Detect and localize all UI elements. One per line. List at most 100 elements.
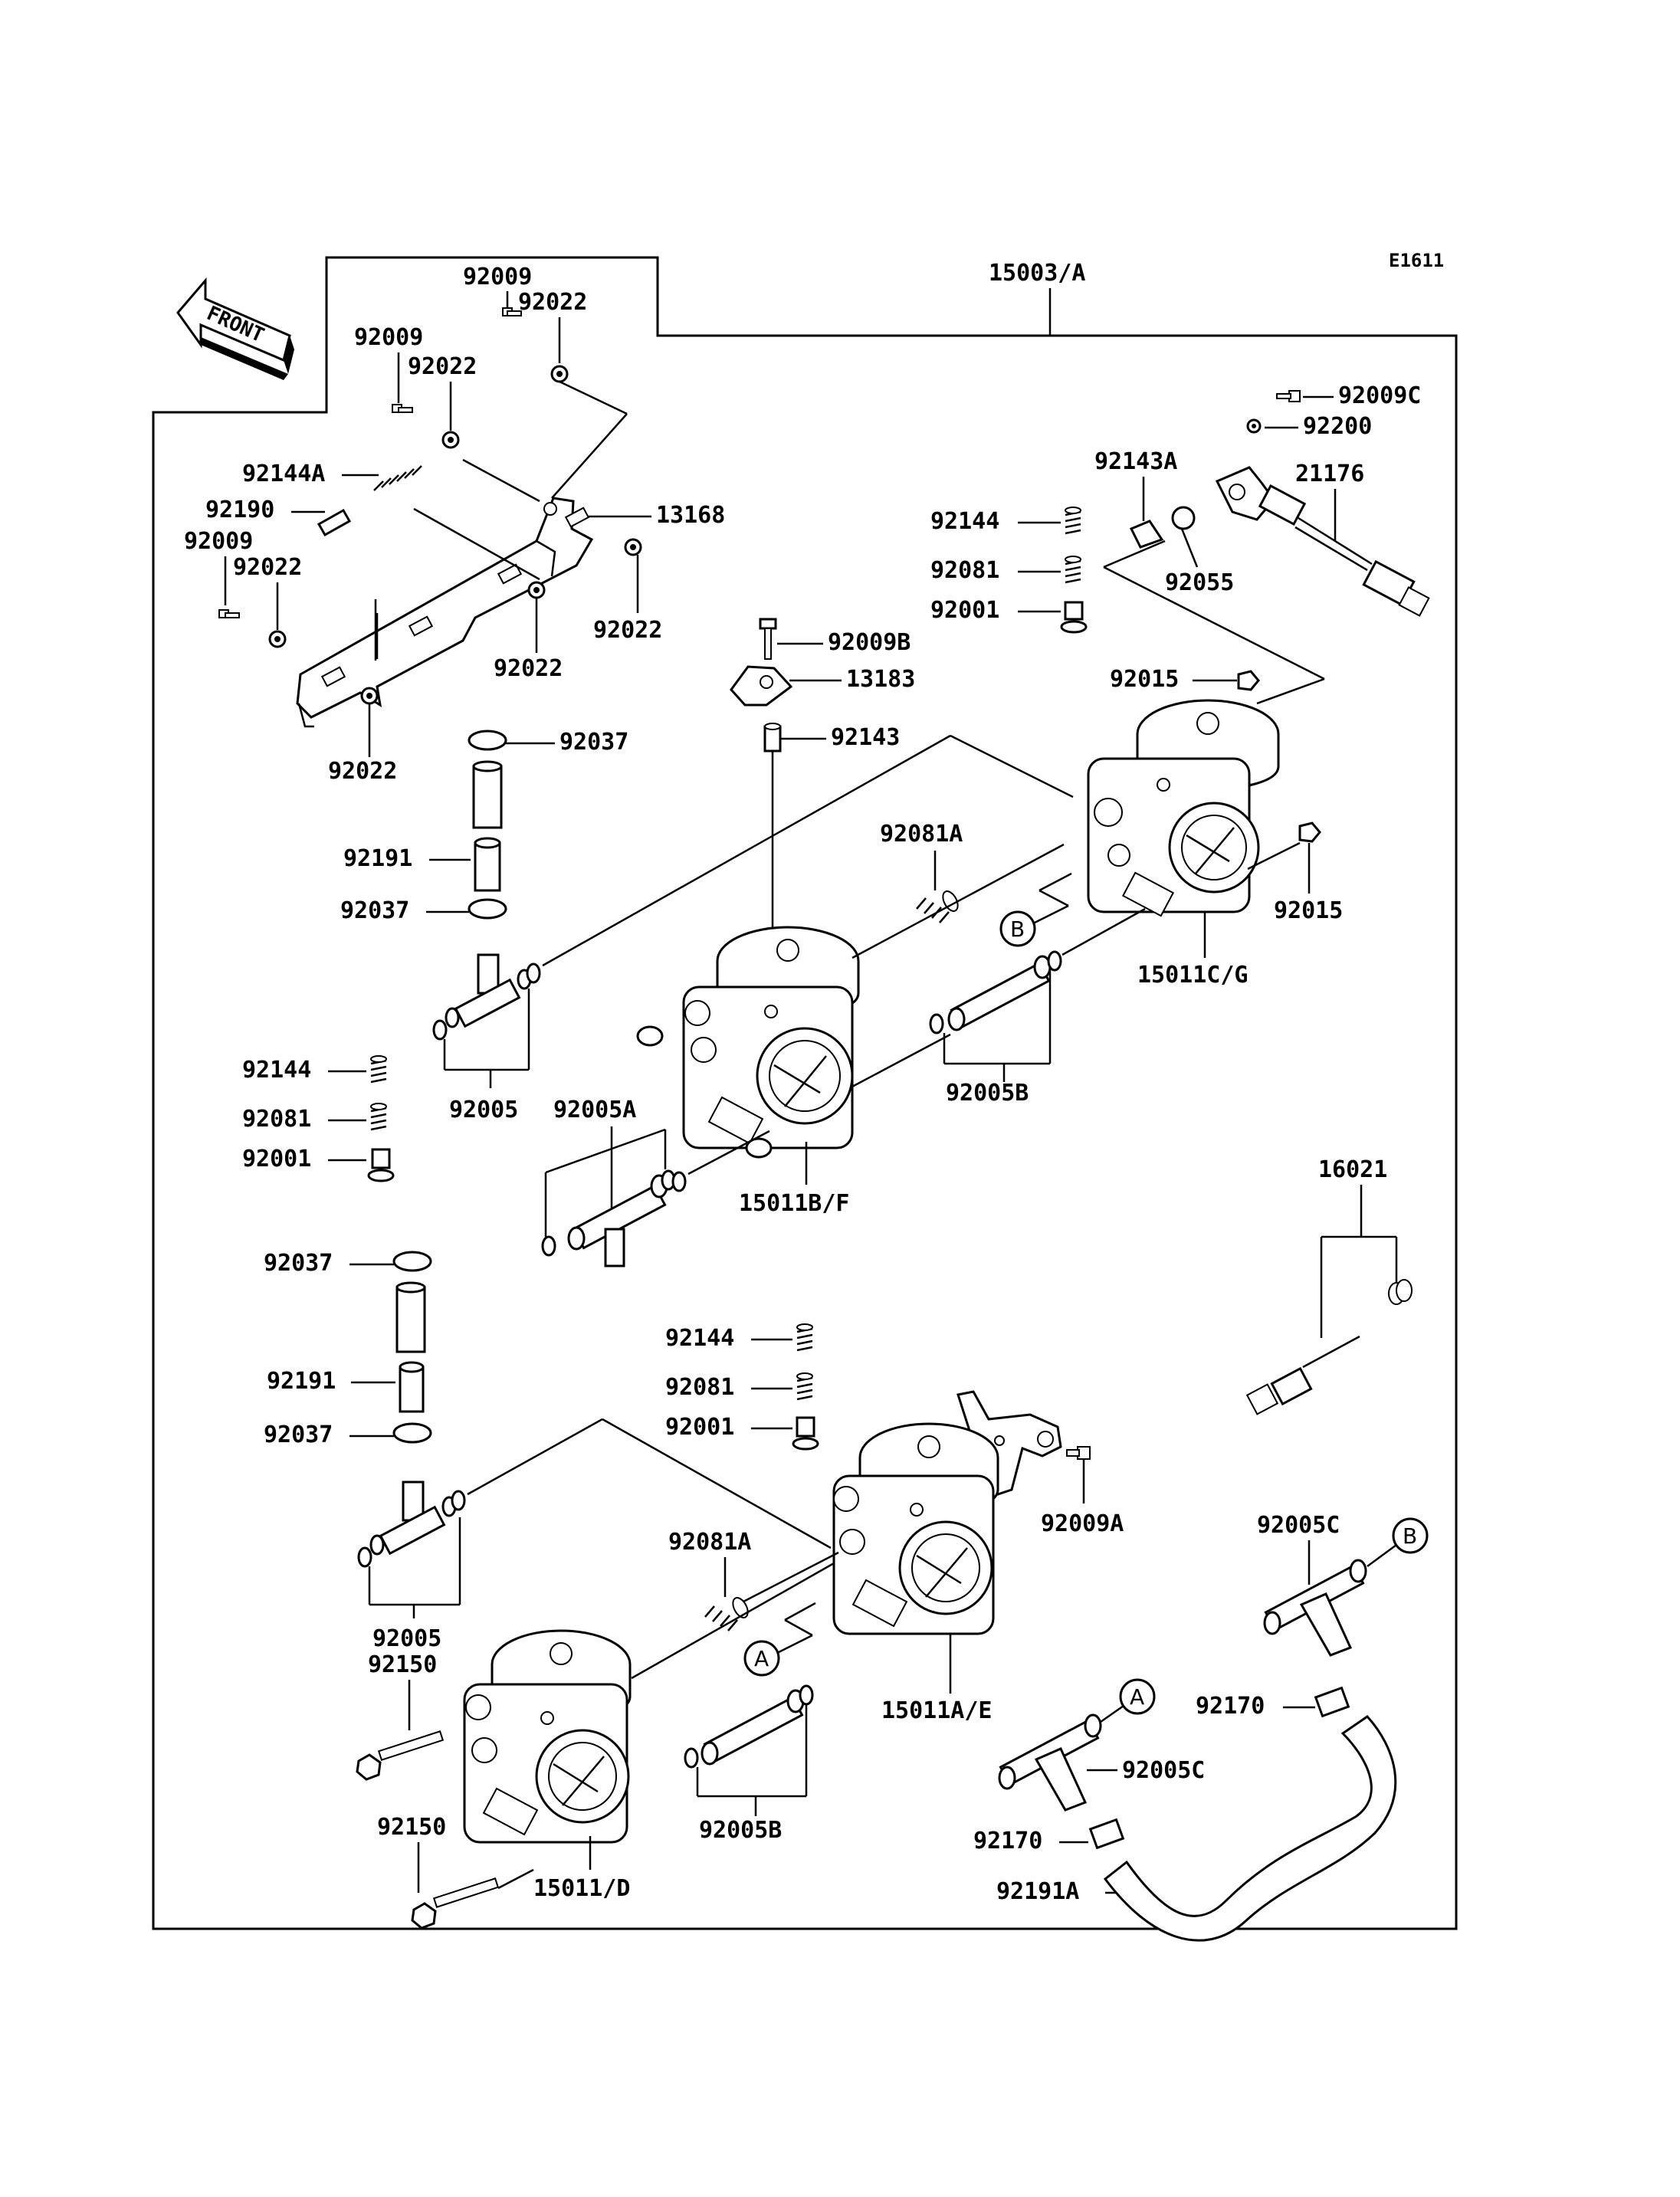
bolt-92150-a bbox=[356, 1730, 445, 1781]
label-92022-f: 92022 bbox=[328, 758, 397, 785]
label-92037-a: 92037 bbox=[559, 729, 628, 756]
bracket-13183 bbox=[730, 665, 793, 707]
label-15011AE: 15011A/E bbox=[881, 1697, 993, 1724]
label-92005-a: 92005 bbox=[449, 1097, 518, 1123]
spring-92081-a bbox=[1065, 556, 1081, 584]
label-92144-a: 92144 bbox=[930, 508, 999, 535]
label-92015-a: 92015 bbox=[1110, 666, 1179, 693]
hose-92191-b bbox=[395, 1281, 426, 1413]
label-92001-b: 92001 bbox=[242, 1146, 311, 1172]
t-fitting-92005C-a bbox=[1263, 1559, 1367, 1657]
label-92143A: 92143A bbox=[1094, 448, 1177, 475]
label-92005C-a: 92005C bbox=[1257, 1512, 1340, 1539]
label-92037-b: 92037 bbox=[340, 897, 409, 924]
screw-92001-b bbox=[367, 1148, 395, 1182]
label-92055: 92055 bbox=[1165, 569, 1234, 596]
carburetor-15011AE bbox=[832, 1422, 999, 1635]
bolt-92009A bbox=[1066, 1446, 1091, 1460]
label-92200: 92200 bbox=[1303, 413, 1372, 440]
label-92170-b: 92170 bbox=[973, 1828, 1042, 1854]
carburetor-15011CG bbox=[1087, 699, 1280, 917]
spring-92144A bbox=[373, 465, 422, 491]
label-21176: 21176 bbox=[1295, 461, 1364, 487]
bolt-92009-b bbox=[392, 404, 413, 413]
spring-92144-c bbox=[796, 1323, 813, 1352]
label-92191A: 92191A bbox=[996, 1878, 1079, 1905]
label-13183: 13183 bbox=[846, 666, 915, 693]
label-15011BF: 15011B/F bbox=[739, 1190, 850, 1217]
label-92143: 92143 bbox=[831, 724, 900, 751]
t-fitting-92005-b bbox=[369, 1481, 457, 1556]
front-arrow-icon: FRONT bbox=[176, 277, 294, 380]
throttle-sensor-21176 bbox=[1215, 466, 1430, 617]
dowel-92143 bbox=[763, 723, 782, 753]
label-92191-a: 92191 bbox=[343, 845, 412, 872]
label-92022-e: 92022 bbox=[494, 655, 563, 682]
label-15011CG: 15011C/G bbox=[1137, 962, 1249, 989]
callout-a-mid: A bbox=[743, 1640, 780, 1677]
spring-16021 bbox=[1388, 1279, 1413, 1305]
label-92001-c: 92001 bbox=[665, 1414, 734, 1441]
t-fitting-92005-a bbox=[445, 953, 532, 1028]
t-fitting-92005A bbox=[567, 1174, 668, 1267]
ref-code: E1611 bbox=[1389, 250, 1444, 271]
svg-text:B: B bbox=[1403, 1523, 1417, 1549]
pipe-92005B-b bbox=[701, 1689, 805, 1766]
label-92005C-b: 92005C bbox=[1122, 1757, 1205, 1784]
clip-92143A bbox=[1129, 520, 1164, 549]
label-92144-c: 92144 bbox=[665, 1325, 734, 1352]
label-92150-a: 92150 bbox=[368, 1651, 437, 1678]
label-92022-d: 92022 bbox=[593, 617, 662, 644]
label-92037-c: 92037 bbox=[264, 1250, 333, 1277]
bolt-92009-a bbox=[502, 307, 522, 316]
pipe-92005B-a bbox=[947, 955, 1052, 1031]
label-92022-a: 92022 bbox=[518, 289, 587, 316]
callout-a-bottom: A bbox=[1119, 1678, 1156, 1715]
diagram-frame bbox=[152, 256, 1458, 1930]
label-92009B: 92009B bbox=[828, 629, 911, 656]
clamp-92170-b bbox=[1088, 1818, 1125, 1850]
label-92009-c: 92009 bbox=[184, 528, 253, 555]
label-92081A-a: 92081A bbox=[880, 821, 963, 848]
bolt-92009C bbox=[1276, 390, 1301, 402]
carburetor-15011BF bbox=[636, 926, 860, 1159]
sensor-16021 bbox=[1245, 1335, 1360, 1415]
label-92144A: 92144A bbox=[242, 461, 325, 487]
pin-92190 bbox=[317, 508, 352, 537]
label-92022-b: 92022 bbox=[408, 353, 477, 380]
hose-92191A bbox=[1103, 1715, 1397, 1942]
bracket-13168 bbox=[296, 458, 594, 728]
label-92022-c: 92022 bbox=[233, 554, 302, 581]
label-92001-a: 92001 bbox=[930, 597, 999, 624]
label-92170-a: 92170 bbox=[1196, 1693, 1265, 1720]
label-92005B-b: 92005B bbox=[699, 1817, 782, 1844]
t-fitting-92005C-b bbox=[998, 1713, 1102, 1812]
label-92005A: 92005A bbox=[553, 1097, 636, 1123]
label-15011D: 15011/D bbox=[533, 1875, 630, 1902]
screw-92009B bbox=[759, 618, 777, 660]
bolt-92009-c bbox=[218, 609, 240, 618]
label-92081-c: 92081 bbox=[665, 1374, 734, 1401]
spring-92081A-a bbox=[916, 890, 959, 923]
label-92081A-b: 92081A bbox=[668, 1529, 751, 1556]
svg-text:A: A bbox=[1130, 1684, 1144, 1710]
callout-b-bottom: B bbox=[1392, 1517, 1429, 1554]
spring-92144-a bbox=[1065, 507, 1081, 535]
label-92150-b: 92150 bbox=[377, 1814, 446, 1841]
label-92005-b: 92005 bbox=[372, 1625, 441, 1652]
assembly-number: 15003/A bbox=[989, 260, 1085, 287]
label-92144-b: 92144 bbox=[242, 1057, 311, 1084]
spring-92081-b bbox=[370, 1103, 387, 1131]
svg-text:A: A bbox=[754, 1646, 769, 1671]
spring-92081-c bbox=[796, 1372, 813, 1401]
label-92037-d: 92037 bbox=[264, 1421, 333, 1448]
label-92081-b: 92081 bbox=[242, 1106, 311, 1133]
label-92009C: 92009C bbox=[1338, 382, 1421, 409]
label-92009-a: 92009 bbox=[463, 264, 532, 290]
clamp-92170-a bbox=[1314, 1686, 1350, 1718]
label-92081-a: 92081 bbox=[930, 557, 999, 584]
label-92015-b: 92015 bbox=[1274, 897, 1343, 924]
label-13168: 13168 bbox=[656, 502, 725, 529]
label-92005B-a: 92005B bbox=[946, 1080, 1029, 1107]
